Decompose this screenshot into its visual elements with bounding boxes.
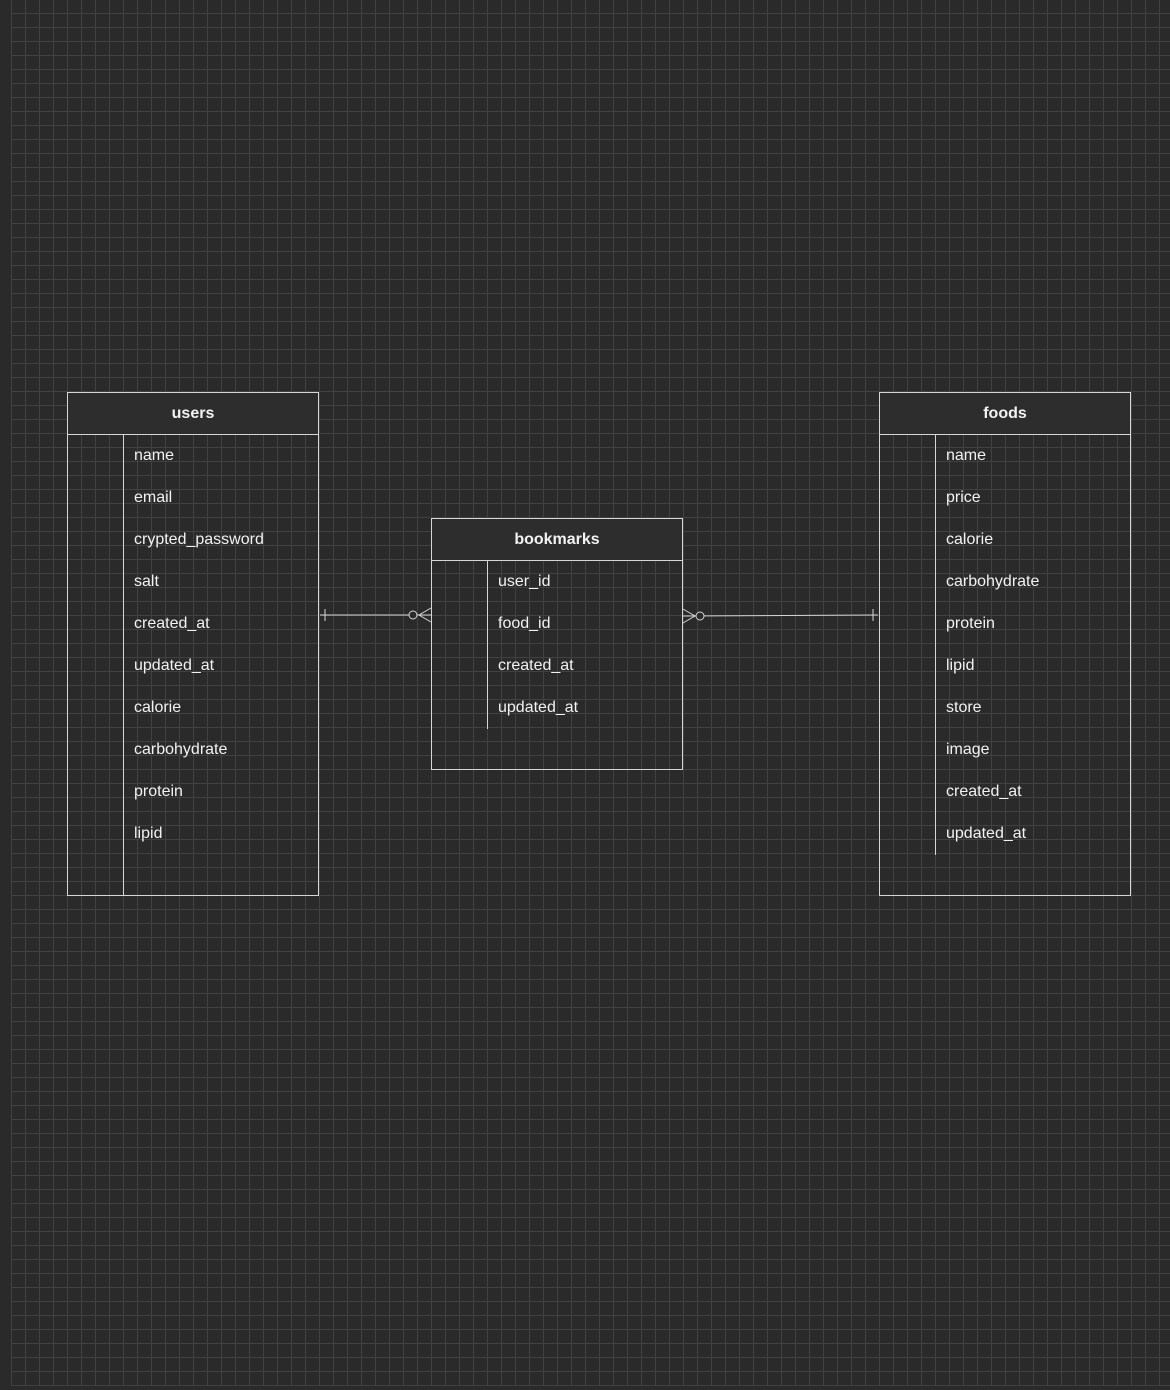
key-column-divider [123, 435, 124, 896]
entity-users[interactable]: users name email crypted_password salt c… [67, 392, 319, 896]
crow-foot-marker [418, 607, 432, 623]
entity-bookmarks[interactable]: bookmarks user_id food_id created_at upd… [431, 518, 683, 770]
entity-users-fields: name email crypted_password salt created… [68, 435, 318, 896]
relationship-users-bookmarks[interactable] [320, 607, 432, 623]
zero-marker [408, 610, 418, 620]
field-carbohydrate[interactable]: carbohydrate [134, 741, 228, 758]
field-created-at[interactable]: created_at [134, 615, 210, 632]
field-calorie[interactable]: calorie [946, 531, 994, 548]
crow-foot-marker [682, 608, 696, 624]
field-carbohydrate[interactable]: carbohydrate [946, 573, 1040, 590]
field-lipid[interactable]: lipid [946, 657, 975, 674]
field-created-at[interactable]: created_at [498, 657, 574, 674]
relationship-bookmarks-foods[interactable] [682, 608, 879, 624]
field-updated-at[interactable]: updated_at [498, 699, 579, 716]
field-updated-at[interactable]: updated_at [946, 825, 1027, 842]
entity-foods[interactable]: foods name price calorie carbohydrate pr… [879, 392, 1131, 896]
field-image[interactable]: image [946, 741, 990, 758]
field-food-id[interactable]: food_id [498, 615, 551, 632]
field-salt[interactable]: salt [134, 573, 159, 590]
entity-bookmarks-title: bookmarks [432, 519, 682, 561]
field-price[interactable]: price [946, 489, 981, 506]
key-column-divider [935, 435, 936, 855]
field-lipid[interactable]: lipid [134, 825, 163, 842]
field-store[interactable]: store [946, 699, 982, 716]
field-email[interactable]: email [134, 489, 173, 506]
entity-users-title: users [68, 393, 318, 435]
canvas-bottom-margin [0, 1386, 1170, 1390]
field-name[interactable]: name [134, 447, 175, 464]
field-crypted-password[interactable]: crypted_password [134, 531, 264, 548]
field-protein[interactable]: protein [134, 783, 183, 800]
connector-line [682, 614, 879, 617]
field-updated-at[interactable]: updated_at [134, 657, 215, 674]
field-user-id[interactable]: user_id [498, 573, 551, 590]
entity-foods-fields: name price calorie carbohydrate protein … [880, 435, 1130, 896]
entity-foods-title: foods [880, 393, 1130, 435]
key-column-divider [487, 561, 488, 729]
entity-bookmarks-fields: user_id food_id created_at updated_at [432, 561, 682, 770]
zero-marker [695, 611, 705, 621]
field-protein[interactable]: protein [946, 615, 995, 632]
field-created-at[interactable]: created_at [946, 783, 1022, 800]
field-name[interactable]: name [946, 447, 987, 464]
canvas-left-margin [0, 0, 11, 1390]
field-calorie[interactable]: calorie [134, 699, 182, 716]
